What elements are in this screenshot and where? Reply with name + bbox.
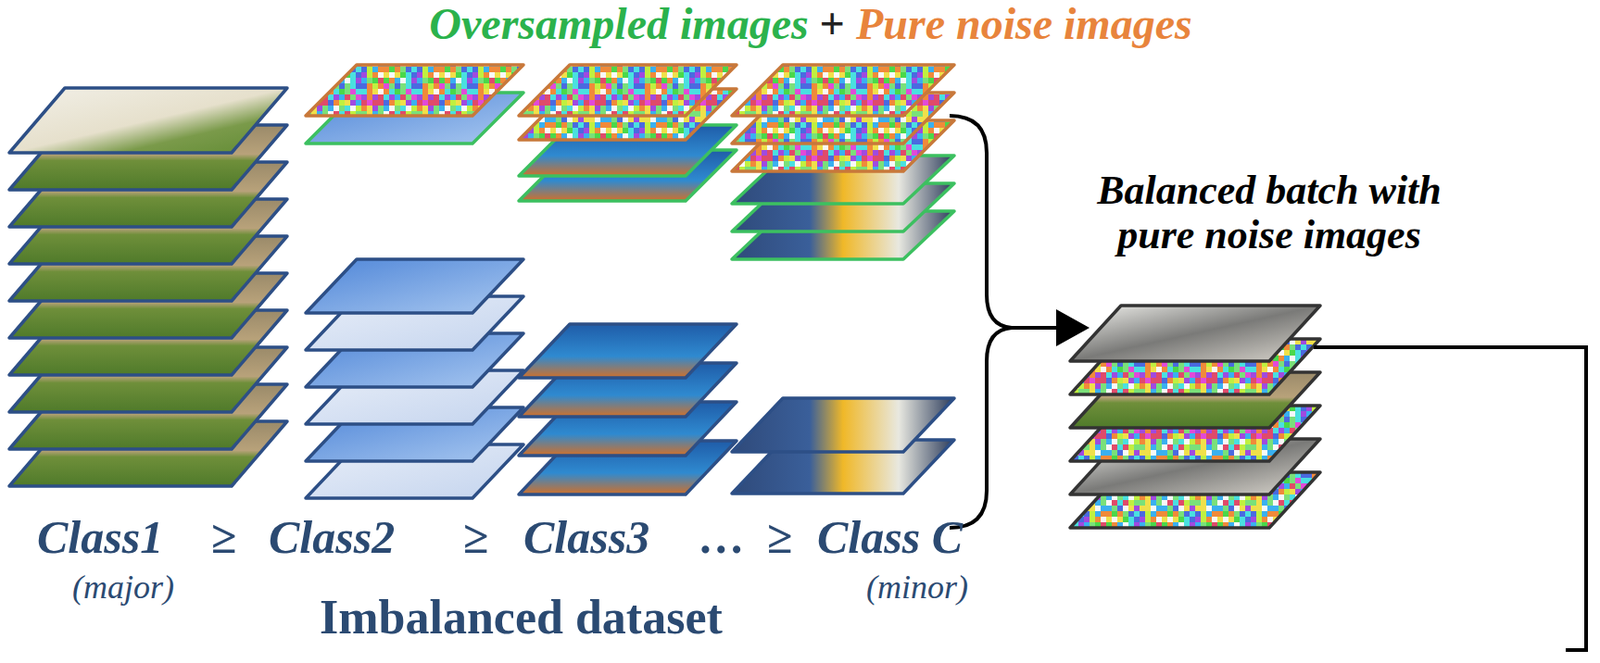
heading-text: Oversampled images [428, 0, 808, 50]
image-sheet [305, 259, 524, 314]
ellipsis: … [699, 512, 746, 564]
heading-text: Pure noise images [856, 0, 1193, 50]
heading-row: Oversampled images+Pure noise images [428, 0, 1192, 50]
relation-sign: ≥ [211, 512, 237, 564]
class-label: Class2 [268, 512, 395, 564]
class-note: (minor) [866, 569, 969, 607]
batch-label: Balanced batch with pure noise images [1065, 168, 1474, 259]
relation-sign: ≥ [767, 512, 793, 564]
image-sheet [305, 64, 524, 116]
plus-sign: + [819, 0, 845, 50]
class-label: Class C [817, 512, 963, 564]
relation-sign: ≥ [463, 512, 489, 564]
class-note: (major) [72, 569, 175, 607]
flow-line [1313, 347, 1587, 651]
image-sheet [518, 64, 737, 116]
image-sheet [9, 88, 288, 153]
image-sheet [1070, 305, 1321, 362]
bracket [949, 115, 1012, 529]
image-sheet [731, 64, 955, 116]
image-sheet [518, 324, 737, 378]
arrow [1011, 326, 1086, 330]
dataset-label: Imbalanced dataset [319, 591, 723, 644]
class-label: Class3 [523, 512, 650, 564]
image-sheet [731, 398, 955, 453]
class-label: Class1 [37, 512, 164, 564]
